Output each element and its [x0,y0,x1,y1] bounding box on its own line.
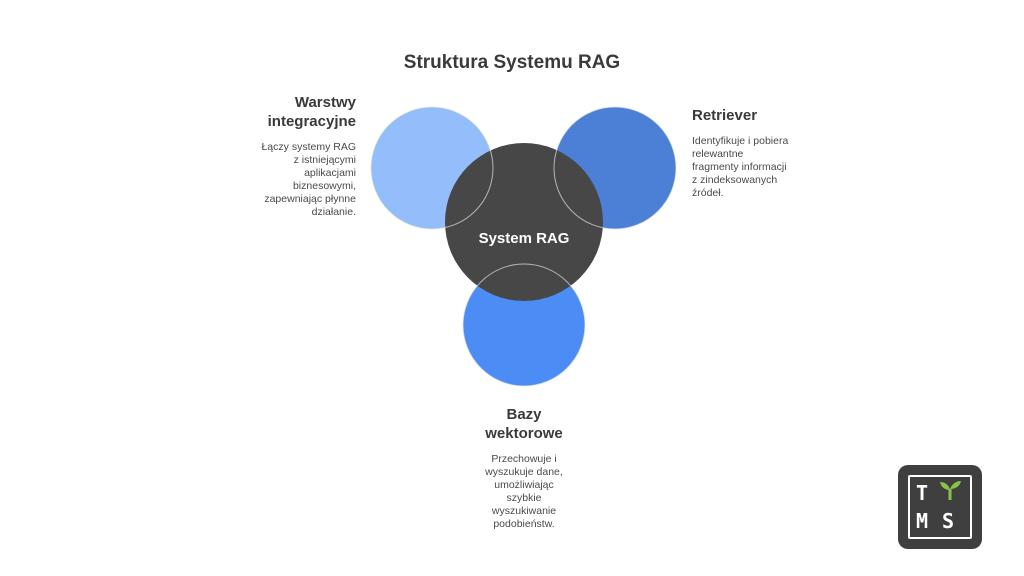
center-label: System RAG [479,230,570,247]
logo-letter-s: S [942,509,955,533]
vector-description: Przechowuje i wyszukuje dane, umożliwiaj… [449,453,599,531]
integration-description: Łączy systemy RAG z istniejącymi aplikac… [226,141,356,219]
integration-outline [370,106,494,230]
desc-line: fragmenty informacji [692,161,787,173]
desc-line: relewantne [692,148,744,160]
logo-letter-t: T [916,481,929,505]
integration-heading: Warstwy integracyjne [226,93,356,131]
desc-line: zapewniając płynne [264,193,356,205]
desc-line: wyszukiwanie [491,505,557,517]
center-circle [445,143,603,301]
retriever-heading: Retriever [692,107,758,124]
desc-line: źródeł. [692,187,724,199]
desc-line: szybkie [506,492,542,504]
logo-frame: T M S [908,475,972,539]
desc-line: umożliwiając [494,479,554,491]
desc-line: biznesowymi, [292,180,356,192]
vector-heading-line2: wektorowe [485,425,563,442]
integration-heading-line2: integracyjne [267,113,356,130]
desc-line: z zindeksowanych [692,174,778,186]
sprout-icon [940,481,961,500]
desc-line: Przechowuje i [491,453,557,465]
diagram-title: Struktura Systemu RAG [403,52,621,73]
retriever-description: Identyfikuje i pobiera relewantne fragme… [692,135,812,200]
vector-heading-line1: Bazy [506,406,542,423]
desc-line: Łączy systemy RAG [261,141,356,153]
desc-line: aplikacjami [304,167,356,179]
desc-line: wyszukuje dane, [485,466,563,478]
desc-line: działanie. [311,206,356,218]
integration-heading-line1: Warstwy [294,94,356,111]
vector-outline [462,263,586,387]
logo-letter-m: M [916,509,929,533]
desc-line: podobieństw. [493,518,555,530]
retriever-block: Retriever Identyfikuje i pobiera relewan… [692,106,812,200]
vector-databases-block: Bazy wektorowe Przechowuje i wyszukuje d… [449,405,599,531]
integration-layers-block: Warstwy integracyjne Łączy systemy RAG z… [226,93,356,219]
desc-line: Identyfikuje i pobiera [692,135,789,147]
retriever-outline [553,106,677,230]
tms-logo: T M S [898,465,982,549]
desc-line: z istniejącymi [293,154,356,166]
vector-heading: Bazy wektorowe [449,405,599,443]
